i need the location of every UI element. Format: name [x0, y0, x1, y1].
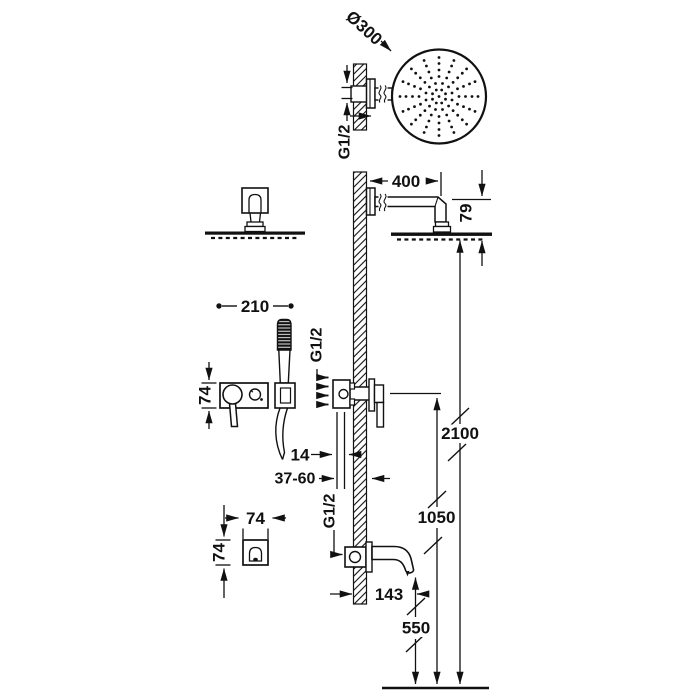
mixer-valve-section: G1/2: [309, 328, 441, 428]
head-thread-label: G1/2: [337, 125, 354, 160]
dim-mixer-trim-height: 74: [196, 362, 217, 429]
spout-nozzle: [371, 545, 415, 574]
mixer-height-label: 1050: [418, 508, 456, 527]
overall-height-label: 2100: [441, 424, 479, 443]
head-drop-label: 79: [457, 204, 476, 223]
head-diameter-label: Ø300: [342, 7, 386, 49]
mixer-lever: [228, 402, 239, 428]
dim-head-diameter: Ø300: [342, 7, 392, 52]
dim-trim-spacing: 210: [216, 297, 294, 316]
supply-stub: [350, 85, 368, 103]
handshower-head: [276, 318, 292, 351]
dim-mixer-height: 1050: [417, 397, 457, 685]
dim-overall-height: 2100: [440, 240, 480, 685]
valve-escutcheon: [368, 378, 376, 412]
spout-front-view: [242, 539, 269, 566]
dim-head-thread: G1/2: [337, 65, 372, 159]
overhead-shower-front-view: [350, 48, 488, 145]
dim-spout-height: 550: [400, 577, 432, 685]
spout-height-label: 550: [402, 619, 430, 638]
hand-shower: [274, 318, 296, 460]
mixer-trim-front-view: [219, 382, 269, 428]
dim-spout-projection: 143: [330, 585, 430, 604]
handshower-hose: [275, 407, 289, 460]
recess-min-label: 14: [291, 446, 310, 465]
valve-lever: [376, 401, 385, 428]
head-plate-side: [391, 232, 492, 236]
arm-length-label: 400: [392, 172, 420, 191]
valve-thread-label: G1/2: [309, 328, 326, 363]
spout-trim-width-label: 74: [246, 509, 265, 528]
trim-spacing-label: 210: [241, 297, 269, 316]
spout-drip: [405, 570, 410, 577]
spout-escutcheon: [365, 541, 373, 573]
dim-spout-trim: 74 74: [210, 505, 286, 598]
ceiling-arm-front-view: [205, 187, 305, 240]
recess-range-label: 37-60: [275, 471, 316, 488]
spout-projection-label: 143: [375, 585, 403, 604]
nozzle-dots: [398, 56, 480, 137]
mixer-trim-height-label: 74: [196, 386, 215, 405]
bath-spout-section: G1/2: [322, 494, 415, 577]
head-plate-front: [205, 231, 305, 235]
spout-thread-label: G1/2: [322, 494, 339, 529]
dim-recess-depth: 14 37-60: [275, 412, 390, 489]
dim-head-drop: 79: [452, 170, 491, 266]
dim-arm-length: 400: [369, 172, 442, 196]
shower-arm-side-view: [365, 187, 492, 241]
spout-trim-height-label: 74: [210, 543, 229, 562]
